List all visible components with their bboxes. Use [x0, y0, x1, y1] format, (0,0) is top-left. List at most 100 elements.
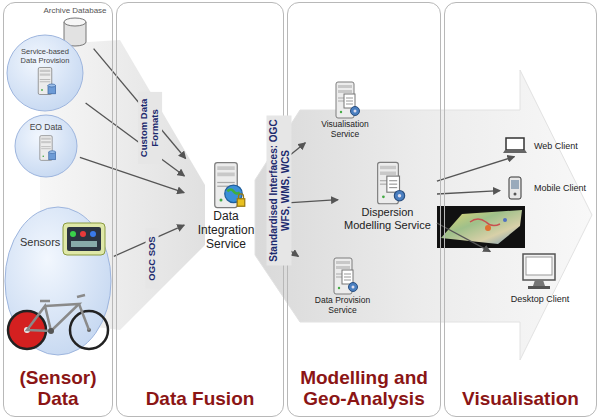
- drawing-circle: [394, 190, 404, 200]
- edge-label: Standardised Interfaces: OGC WFS, WMS, W…: [267, 115, 292, 265]
- drawing-line: [344, 274, 351, 275]
- column-panel: Data FusionData Integration Service: [116, 2, 284, 417]
- drawing-rect: [336, 266, 350, 269]
- drawing-svg: [502, 136, 528, 156]
- drawing-rect: [41, 137, 51, 139]
- drawing-svg: [369, 160, 407, 206]
- connector: [437, 157, 515, 182]
- drawing-circle: [337, 287, 339, 289]
- drawing-svg: [206, 160, 246, 210]
- drawing-circle: [42, 155, 44, 157]
- drawing-line: [40, 82, 51, 83]
- node-text: Modelling and Geo-Analysis: [290, 368, 438, 410]
- column-panel: Modelling and Geo-Analysis Visualisation …: [287, 2, 441, 417]
- drawing-rect: [379, 166, 395, 169]
- drawing-svg: [508, 176, 522, 200]
- drawing-line: [389, 187, 397, 188]
- drawing-svg: [5, 286, 111, 352]
- drawing-circle: [348, 283, 357, 292]
- drawing-line: [41, 148, 51, 149]
- drawing-rect: [63, 223, 105, 255]
- drawing-circle: [220, 199, 223, 202]
- node-box: Mobile Client: [502, 176, 594, 200]
- drawing-circle: [351, 107, 360, 116]
- drawing-path: [227, 189, 240, 193]
- node-box: Visualisation Service: [305, 80, 385, 142]
- node-box: EO Data: [14, 114, 78, 178]
- drawing-path: [441, 210, 522, 244]
- node-text: Visualisation: [447, 389, 594, 410]
- edge-label: OGC SOS: [146, 228, 159, 288]
- drawing-rect: [509, 177, 521, 199]
- node-text: Data Integration Service: [186, 210, 266, 253]
- drawing-g: [27, 295, 89, 331]
- column-panel: Visualisation Web ClientMobile ClientDesk…: [444, 2, 597, 417]
- drawing-rect: [526, 257, 552, 275]
- drawing-circle: [382, 195, 385, 198]
- drawing-rect: [67, 227, 101, 251]
- drawing-ellipse: [64, 18, 86, 26]
- drawing-ellipse: [5, 207, 111, 355]
- drawing-rect: [41, 141, 51, 143]
- drawing-circle: [41, 89, 43, 91]
- drawing-rect: [40, 70, 51, 72]
- drawing-rect: [338, 85, 352, 88]
- drawing-path: [255, 70, 592, 360]
- drawing-svg: [33, 66, 57, 96]
- bicycle: [5, 286, 111, 352]
- drawing-rect: [71, 241, 97, 247]
- node-box: Web Client: [502, 136, 594, 156]
- client-icon: [502, 176, 528, 200]
- drawing-ellipse: [7, 35, 83, 111]
- drawing-circle: [70, 231, 76, 237]
- node-text: Dispersion Modelling Service: [340, 206, 435, 233]
- drawing-line: [344, 280, 351, 281]
- drawing-path: [45, 304, 79, 331]
- node-box: Service-based Data Provision: [6, 34, 84, 112]
- server-icon: [6, 66, 84, 96]
- connector: [80, 157, 184, 192]
- drawing-line: [40, 79, 51, 80]
- drawing-rect: [379, 172, 395, 175]
- column-panel: (Sensor) DataArchive DatabaseService-bas…: [3, 2, 113, 417]
- node-text: (Sensor) Data: [6, 368, 110, 410]
- node-box: Desktop Client: [492, 252, 588, 304]
- drawing-path: [470, 219, 500, 226]
- drawing-circle: [397, 194, 400, 197]
- node-text: Desktop Client: [492, 294, 588, 304]
- drawing-ellipse: [48, 84, 56, 87]
- server-icon: [14, 134, 78, 162]
- drawing-circle: [485, 225, 491, 231]
- client-icon: [502, 136, 528, 156]
- drawing-svg: [520, 252, 560, 292]
- drawing-path: [77, 295, 85, 297]
- connector: [86, 103, 185, 176]
- server-icon: [300, 256, 385, 296]
- drawing-line: [344, 277, 351, 278]
- drawing-rect: [40, 74, 51, 76]
- drawing-path: [40, 300, 50, 303]
- drawing-line: [346, 98, 353, 99]
- drawing-circle: [503, 218, 507, 222]
- node-box: Sensors: [4, 206, 112, 356]
- drawing-line: [41, 146, 51, 147]
- node-box: Data Provision Service: [300, 256, 385, 318]
- drawing-line: [389, 180, 397, 181]
- drawing-svg: [62, 222, 106, 256]
- drawing-line: [389, 184, 397, 185]
- drawing-circle: [354, 110, 357, 113]
- edge-label: Custom Data Formats: [138, 92, 162, 164]
- drawing-circle: [514, 193, 517, 196]
- node-text: Web Client: [534, 141, 578, 151]
- drawing-rect: [342, 270, 353, 284]
- client-icon: [492, 252, 588, 292]
- drawing-path: [533, 280, 545, 286]
- drawing-path: [27, 306, 51, 331]
- node-text: Sensors: [20, 236, 60, 249]
- drawing-line: [217, 182, 235, 183]
- drawing-circle: [340, 111, 342, 113]
- drawing-rect: [506, 138, 524, 150]
- drawing-line: [346, 101, 353, 102]
- drawing-svg: [35, 134, 57, 162]
